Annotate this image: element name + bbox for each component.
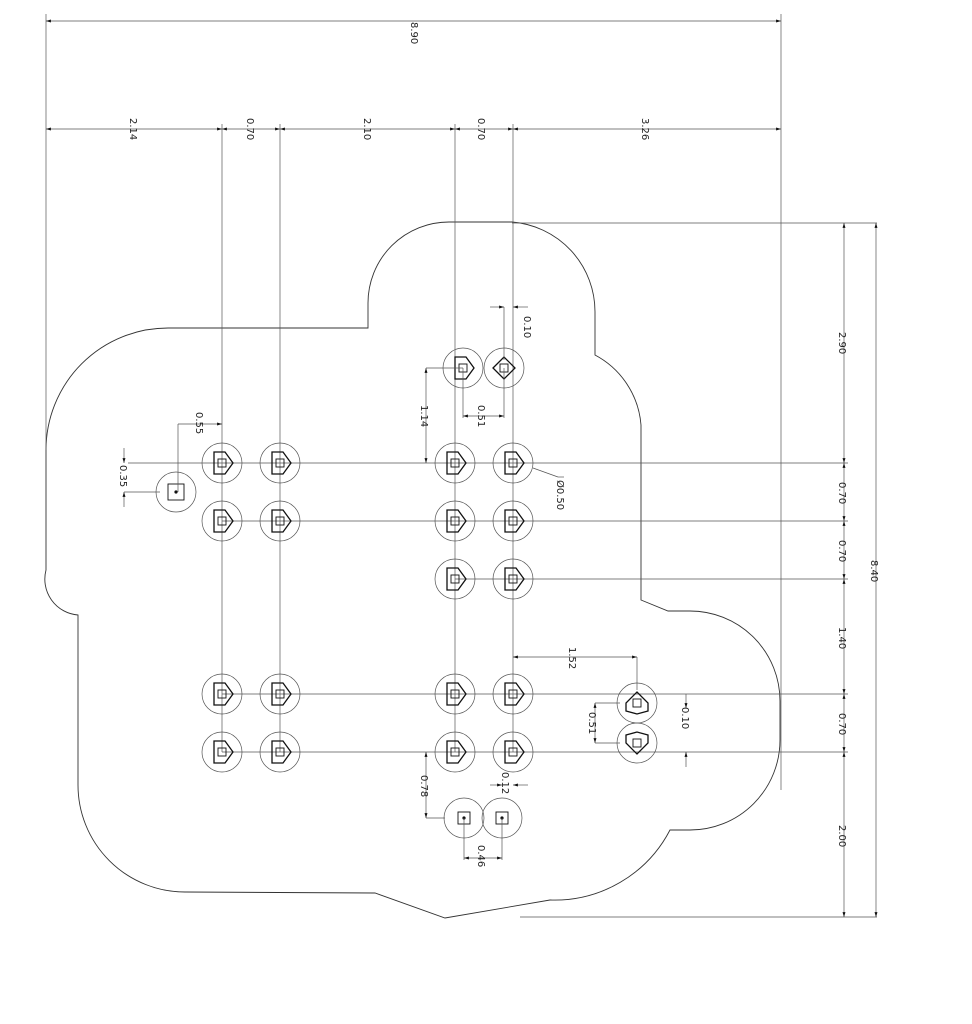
dim-offset-035: 0.35 bbox=[117, 465, 128, 487]
dim-right-4: 1.40 bbox=[836, 627, 847, 649]
dim-offset-012: 0.12 bbox=[499, 772, 510, 794]
footprint-pad bbox=[434, 731, 476, 773]
dim-top-2: 0.70 bbox=[244, 118, 255, 140]
dim-offset-055: 0.55 bbox=[193, 412, 204, 434]
footprint-pad bbox=[492, 558, 534, 600]
dim-hole-diameter: Ø0.50 bbox=[554, 480, 566, 510]
footprint-pad bbox=[492, 731, 534, 773]
footprint-pad bbox=[434, 558, 476, 600]
dim-top-5: 3.26 bbox=[639, 118, 650, 140]
footprint-pad bbox=[616, 722, 658, 764]
dim-top-3: 2.10 bbox=[361, 118, 372, 140]
dim-right-5: 0.70 bbox=[836, 713, 847, 735]
footprint-pad bbox=[201, 500, 243, 542]
square-pads bbox=[155, 471, 523, 839]
square-pad bbox=[155, 471, 197, 513]
footprint-pad bbox=[492, 442, 534, 484]
dim-offset-046: 0.46 bbox=[475, 845, 486, 867]
dim-offset-051-right: 0.51 bbox=[586, 712, 597, 734]
footprint-pad bbox=[434, 442, 476, 484]
dim-top-overall: 8.90 bbox=[408, 22, 419, 44]
footprint-pad bbox=[259, 673, 301, 715]
right-dimension-lines bbox=[842, 223, 878, 917]
dim-offset-152: 1.52 bbox=[566, 647, 577, 669]
dim-right-1: 2.90 bbox=[836, 332, 847, 354]
dim-top-1: 2.14 bbox=[127, 118, 138, 140]
top-dimension-lines bbox=[46, 19, 781, 131]
footprint-pad bbox=[492, 500, 534, 542]
local-dimensions bbox=[122, 305, 688, 860]
dim-right-6: 2.00 bbox=[836, 825, 847, 847]
footprint-pad bbox=[492, 673, 534, 715]
dim-top-4: 0.70 bbox=[475, 118, 486, 140]
dim-offset-051-top: 0.51 bbox=[475, 405, 486, 427]
footprint-pad bbox=[201, 442, 243, 484]
footprint-pad bbox=[259, 731, 301, 773]
vertical-extension-lines bbox=[45, 14, 782, 790]
horizontal-extension-lines bbox=[128, 222, 877, 918]
footprint-right-pair bbox=[616, 682, 658, 764]
dim-right-2: 0.70 bbox=[836, 482, 847, 504]
footprint-pad bbox=[434, 500, 476, 542]
dim-offset-114: 1.14 bbox=[418, 405, 429, 427]
footprint-pad bbox=[201, 673, 243, 715]
footprint-pad bbox=[201, 731, 243, 773]
footprint-grid bbox=[201, 442, 534, 773]
footprint-pad bbox=[434, 673, 476, 715]
dim-offset-078: 0.78 bbox=[418, 775, 429, 797]
dim-offset-010-right: 0.10 bbox=[679, 707, 690, 729]
dim-right-overall: 8.40 bbox=[868, 560, 879, 582]
dimension-labels: 8.90 2.14 0.70 2.10 0.70 3.26 2.90 0.70 … bbox=[117, 22, 879, 867]
footprint-pad bbox=[259, 500, 301, 542]
footprint-pad bbox=[259, 442, 301, 484]
dim-offset-010-top: 0.10 bbox=[521, 316, 532, 338]
dim-right-3: 0.70 bbox=[836, 540, 847, 562]
board-outline bbox=[44, 221, 781, 919]
